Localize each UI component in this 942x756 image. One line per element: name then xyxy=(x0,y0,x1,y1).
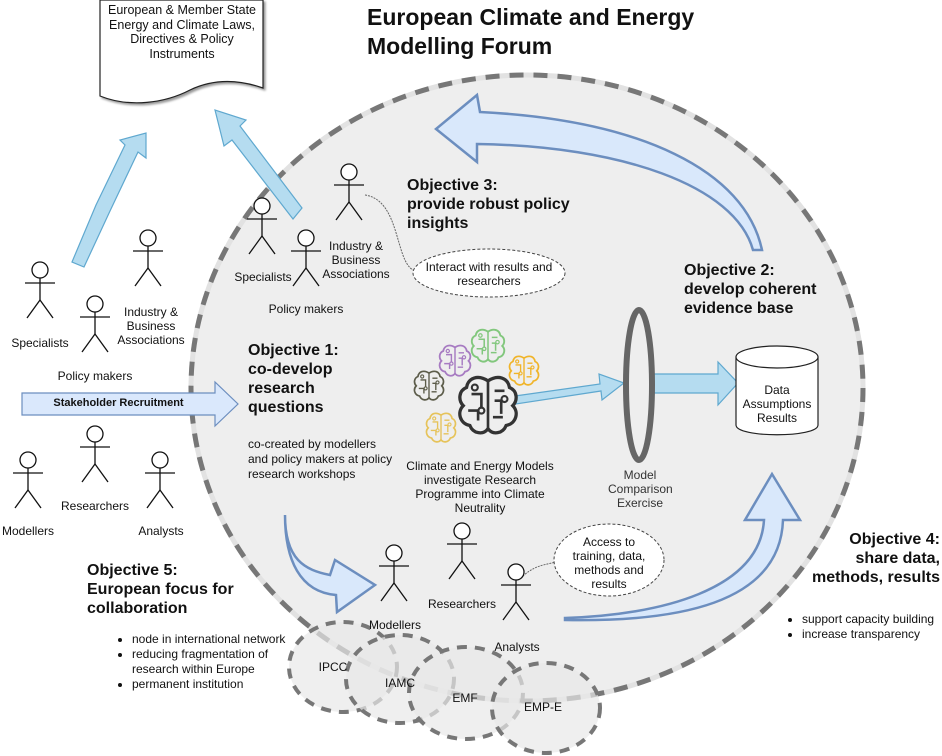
objective-5-bullet: node in international network xyxy=(132,632,302,647)
actor-label-specialists-inside: Specialists xyxy=(234,270,292,284)
objective-2-text: develop coherent evidence base xyxy=(684,281,817,317)
network-label-empe: EMP-E xyxy=(523,700,562,714)
stakeholder-recruitment-label: Stakeholder Recruitment xyxy=(53,397,184,409)
callout-text-bottom: Access to training, data, methods and re… xyxy=(572,535,646,591)
objective-4-title: Objective 4: xyxy=(849,531,940,548)
objective-4-bullet: support capacity building xyxy=(802,612,942,627)
database-line: Assumptions xyxy=(742,397,812,411)
objective-1-description: co-created by modellers and policy maker… xyxy=(248,437,393,481)
arrow-forum-to-laws xyxy=(214,109,303,220)
objective-5-text: European focus for collaboration xyxy=(87,581,234,617)
objective-5-heading: Objective 5: European focus for collabor… xyxy=(87,561,267,618)
objective-5-bullets: node in international network reducing f… xyxy=(118,632,302,692)
objective-3-title: Objective 3: xyxy=(407,177,498,194)
actor-label-researchers-outside: Researchers xyxy=(60,499,130,513)
actor-icon-modellers-outside xyxy=(12,451,44,509)
actor-icon-policymakers-outside xyxy=(79,295,111,353)
actor-icon-specialists-outside xyxy=(24,261,56,319)
database-line: Results xyxy=(756,411,797,425)
arrow-evidence-to-insights xyxy=(434,92,764,252)
page-title: European Climate and Energy Modelling Fo… xyxy=(367,4,695,59)
database-line: Data xyxy=(764,383,790,397)
objective-2-heading: Objective 2: develop coherent evidence b… xyxy=(684,261,844,318)
models-caption: Climate and Energy Models investigate Re… xyxy=(406,459,554,515)
actor-label-policymakers-outside: Policy makers xyxy=(57,369,133,383)
callout-bubble-bottom xyxy=(553,523,665,597)
objective-3-text: provide robust policy insights xyxy=(407,196,570,232)
actor-label-specialists-outside: Specialists xyxy=(11,336,69,350)
actor-label-modellers-inside: Modellers xyxy=(368,618,422,632)
actor-label-analysts-outside: Analysts xyxy=(138,524,184,538)
objective-1-text: co-develop research questions xyxy=(248,361,333,416)
objective-4-heading: Objective 4: share data, methods, result… xyxy=(780,530,940,587)
arrow-questions-to-modellers xyxy=(283,514,378,615)
actor-label-industry-outside: Industry & Business Associations xyxy=(117,305,185,347)
actor-label-policymakers-inside: Policy makers xyxy=(268,302,344,316)
arrow-stakeholders-to-laws xyxy=(71,132,147,268)
arrow-share-results xyxy=(563,471,803,622)
database-label: Data Assumptions Results xyxy=(738,383,816,425)
callout-connector-top xyxy=(364,194,414,271)
objective-2-title: Objective 2: xyxy=(684,262,775,279)
actor-icon-researchers-outside xyxy=(79,425,111,483)
objective-4-bullets: support capacity building increase trans… xyxy=(788,612,942,642)
comparison-label: Model Comparison Exercise xyxy=(608,468,673,510)
objective-4-bullet: increase transparency xyxy=(802,627,942,642)
cylinder-database-icon xyxy=(735,345,819,436)
objective-5-bullet: permanent institution xyxy=(132,677,302,692)
ring-lens-icon xyxy=(623,307,655,463)
policy-document-shape xyxy=(99,0,264,104)
objective-1-title: Objective 1: xyxy=(248,342,339,359)
actor-icon-industry-outside xyxy=(132,229,164,287)
objective-1-heading: Objective 1: co-develop research questio… xyxy=(248,341,358,417)
actor-label-industry-inside: Industry & Business Associations xyxy=(322,239,390,281)
network-label-iamc: IAMC xyxy=(385,676,415,690)
objective-4-text: share data, methods, results xyxy=(811,550,940,586)
stakeholder-recruitment-arrow xyxy=(21,380,239,428)
arrow-comparison-to-database xyxy=(651,360,739,407)
objective-5-bullet: reducing fragmentation of research withi… xyxy=(132,647,302,677)
objective-5-title: Objective 5: xyxy=(87,562,178,579)
objective-3-heading: Objective 3: provide robust policy insig… xyxy=(407,176,597,233)
network-label-emf: EMF xyxy=(452,691,478,705)
actor-icon-analysts-outside xyxy=(144,451,176,509)
callout-bubble-top xyxy=(412,248,566,298)
actor-label-researchers-inside: Researchers xyxy=(427,597,497,611)
arrow-models-to-comparison xyxy=(514,373,626,405)
network-circles xyxy=(287,620,602,755)
actor-label-analysts-inside: Analysts xyxy=(494,640,540,654)
actor-label-modellers-outside: Modellers xyxy=(1,524,55,538)
callout-text-top: Interact with results and researchers xyxy=(425,260,553,288)
policy-document-text: European & Member State Energy and Clima… xyxy=(108,3,256,61)
network-label-ipcc: IPCC xyxy=(318,660,348,674)
